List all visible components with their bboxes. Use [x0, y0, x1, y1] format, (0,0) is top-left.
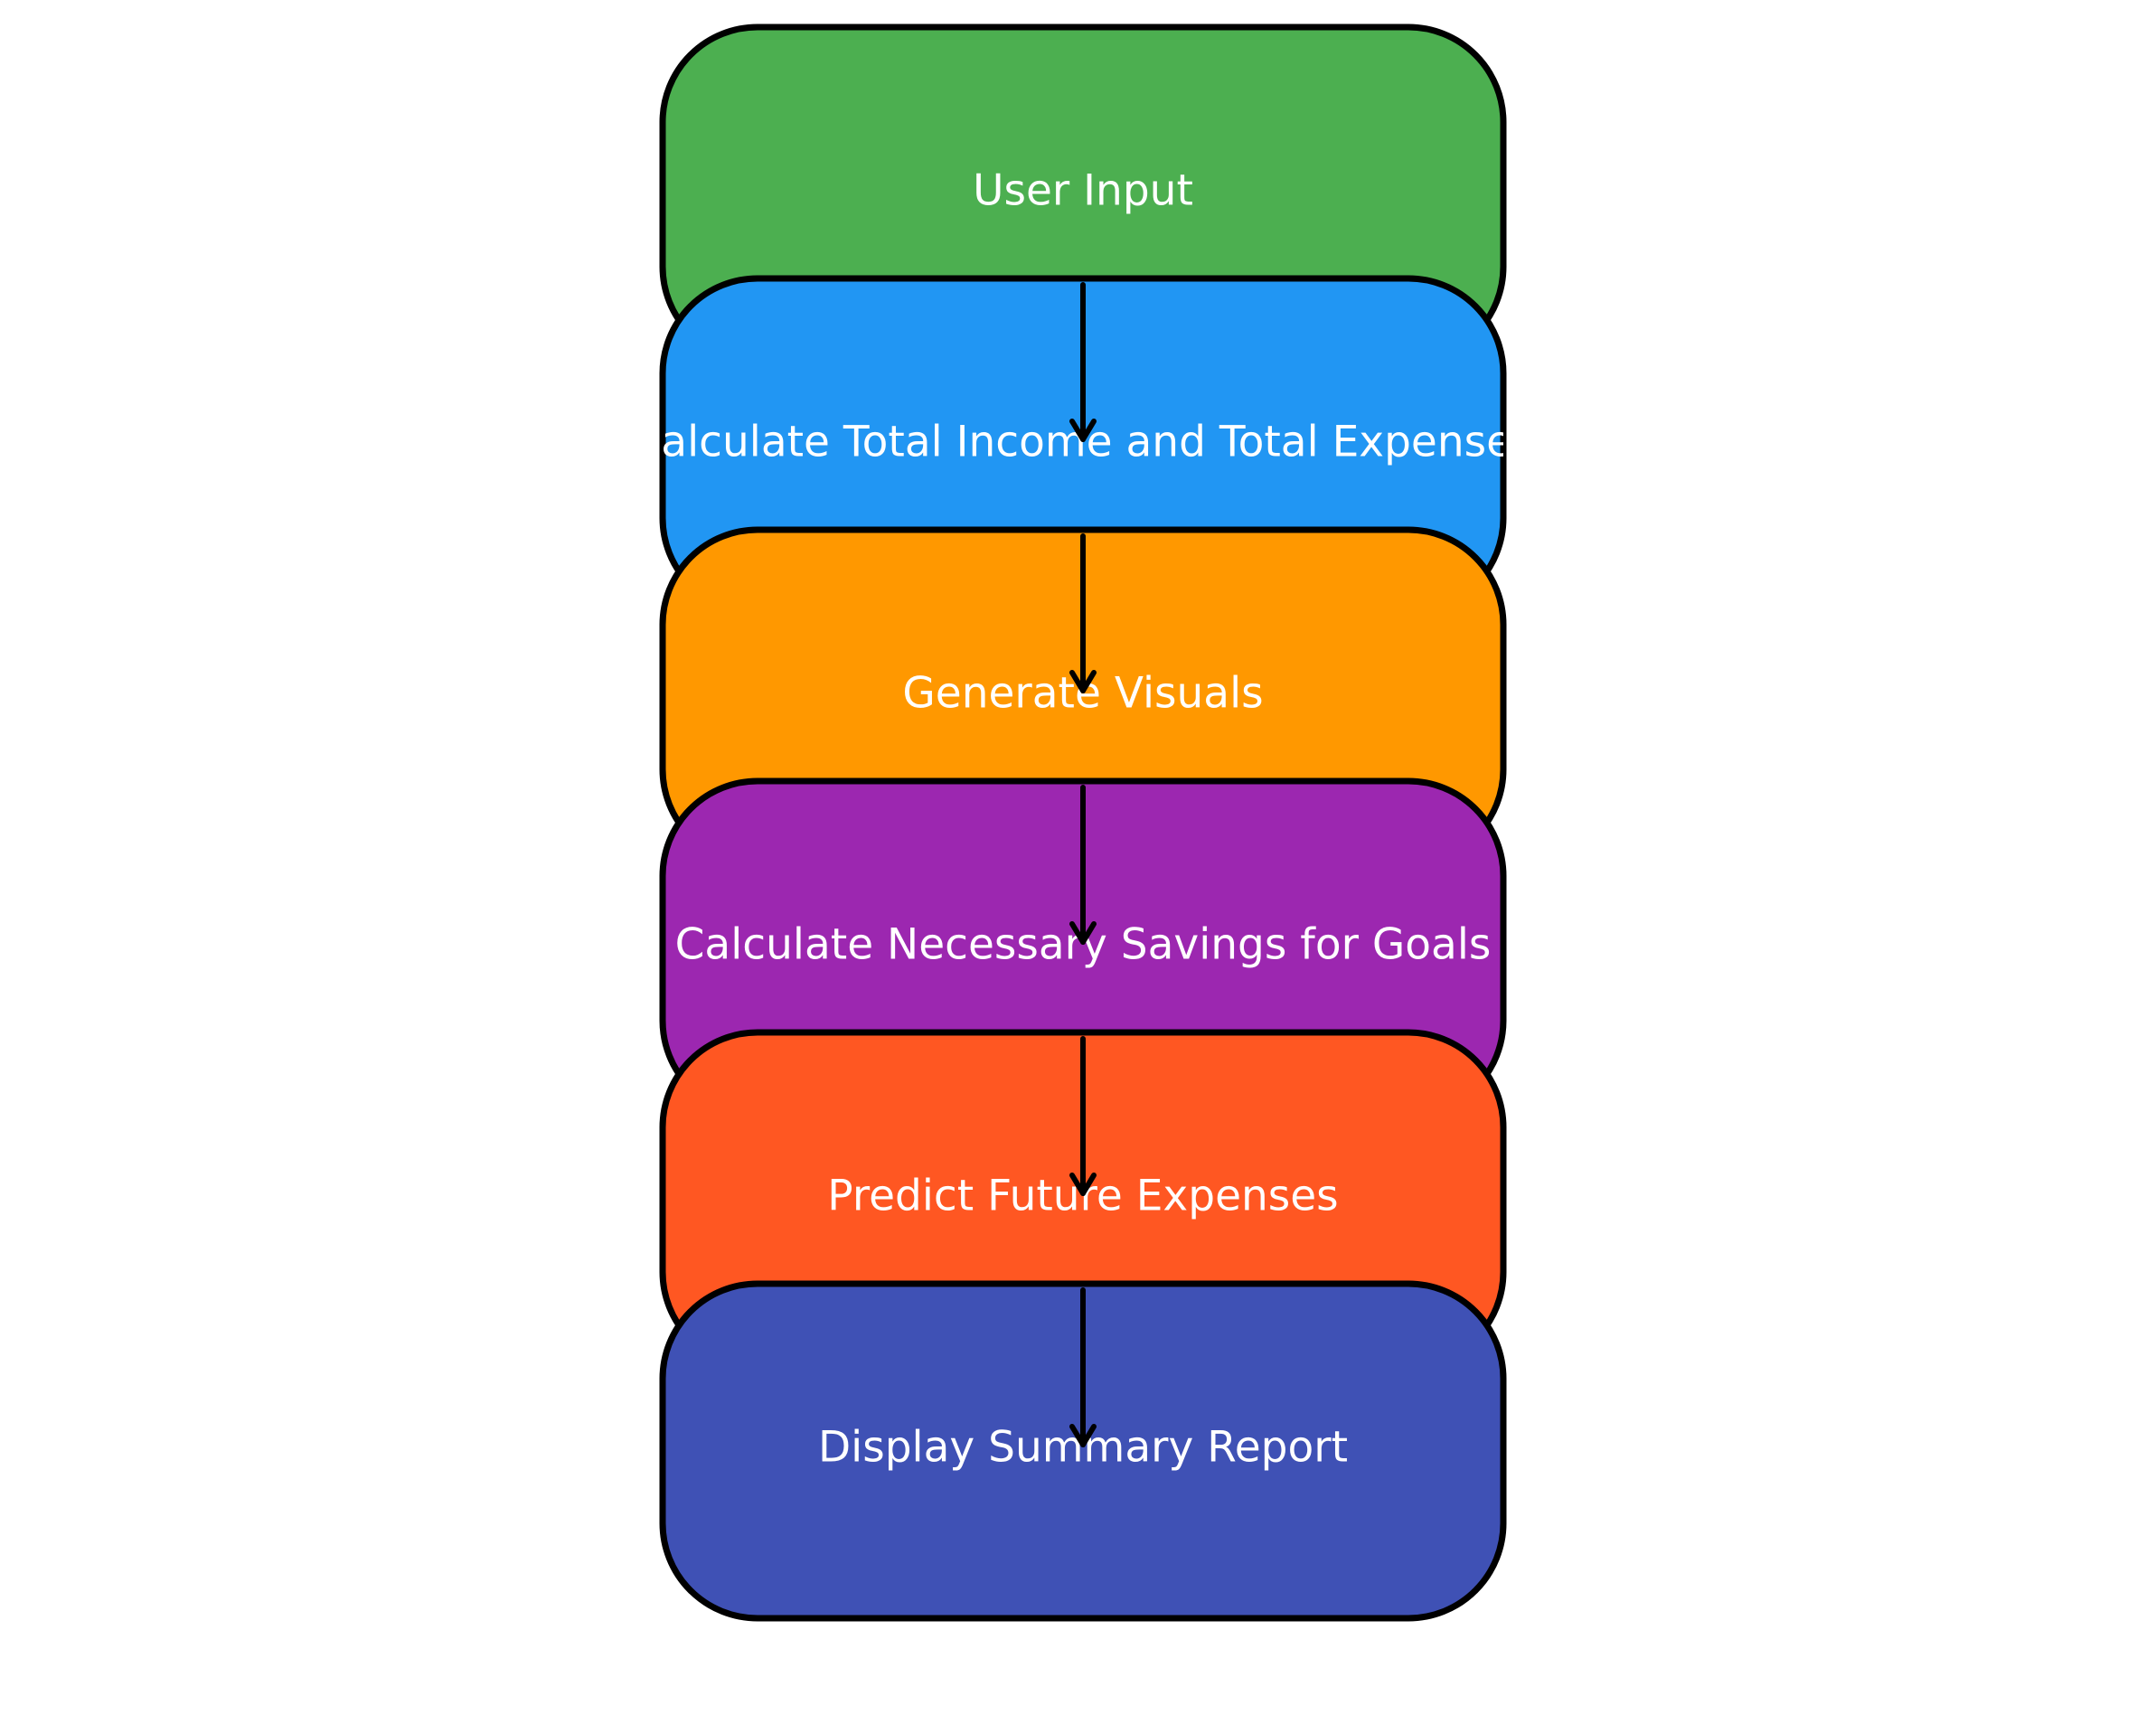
flow-arrow-calculate-totals-to-generate-visuals [1069, 533, 1097, 693]
step-box-display-report [659, 1280, 1507, 1622]
arrow-head-icon [1069, 921, 1097, 945]
arrow-head-icon [1069, 670, 1097, 693]
flow-arrow-user-input-to-calculate-totals [1069, 282, 1097, 442]
flow-arrow-generate-visuals-to-calculate-savings [1069, 785, 1097, 945]
step-label-user-input: User Input [973, 166, 1193, 216]
arrow-head-icon [1069, 419, 1097, 442]
flow-arrow-calculate-savings-to-predict-expenses [1069, 1036, 1097, 1196]
arrow-head-icon [1069, 1173, 1097, 1196]
arrow-head-icon [1069, 1424, 1097, 1447]
step-node-display-report: Display Summary Report [659, 1280, 1507, 1622]
flowchart-edges [1069, 282, 1097, 1447]
flow-arrow-predict-expenses-to-display-report [1069, 1287, 1097, 1447]
